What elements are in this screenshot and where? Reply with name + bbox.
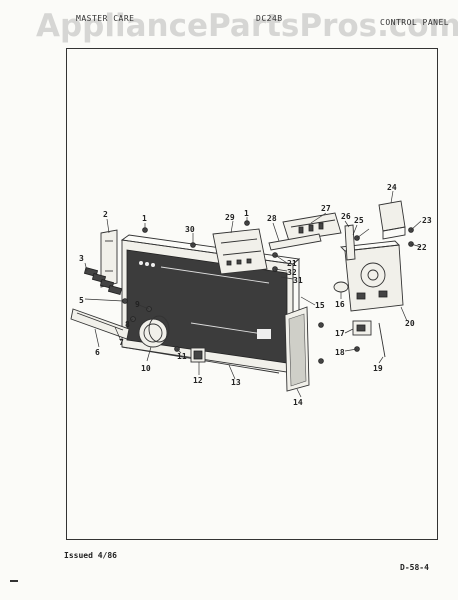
header-section: CONTROL PANEL: [380, 18, 450, 27]
callout-23: 23: [422, 216, 432, 225]
mount-bracket: [268, 233, 322, 251]
callout-18: 18: [335, 348, 345, 357]
callout-6: 6: [95, 348, 100, 357]
button-holder: [70, 308, 130, 340]
callout-10: 10: [141, 364, 151, 373]
page-header: MASTER CARE DC24B CONTROL PANEL: [0, 14, 458, 34]
header-model: DC24B: [256, 14, 283, 23]
callout-1-left: 1: [142, 214, 147, 223]
side-bracket: [100, 229, 118, 288]
callout-21: 21: [287, 259, 297, 268]
page-code: D-58-4: [400, 563, 429, 572]
leader-lines: [84, 190, 422, 398]
wire-lead: [378, 322, 386, 358]
timer-knob: [138, 315, 170, 348]
callout-11: 11: [177, 352, 187, 361]
callout-31: 31: [293, 276, 303, 285]
callout-17: 17: [335, 329, 345, 338]
callout-20: 20: [405, 319, 415, 328]
callout-14: 14: [293, 398, 303, 407]
watermark: AppliancePartsPros.com: [36, 8, 458, 44]
callout-9: 9: [135, 300, 140, 309]
callout-30: 30: [185, 225, 195, 234]
callout-26: 26: [341, 212, 351, 221]
callout-25: 25: [354, 216, 364, 225]
callout-16: 16: [335, 300, 345, 309]
scan-mark: [10, 580, 18, 582]
side-trim-panel: [284, 306, 310, 392]
callout-29: 29: [225, 213, 235, 222]
callout-5: 5: [79, 296, 84, 305]
callout-24: 24: [387, 183, 397, 192]
diagram-frame: 2 1 30 29 1 28 27 26 25 24 23 22 3 5 6 7…: [66, 48, 438, 540]
callout-28: 28: [267, 214, 277, 223]
callout-27: 27: [321, 204, 331, 213]
callout-7: 7: [119, 338, 124, 347]
grommet: [333, 281, 349, 293]
header-brand: MASTER CARE: [76, 14, 135, 23]
callout-15: 15: [315, 301, 325, 310]
circuit-board: [212, 228, 268, 275]
terminal-block: [282, 212, 342, 242]
callout-13: 13: [231, 378, 241, 387]
exploded-parts-diagram: 2 1 30 29 1 28 27 26 25 24 23 22 3 5 6 7…: [70, 183, 432, 407]
switch-bracket: [344, 224, 356, 261]
timer-assembly: [340, 240, 404, 312]
callout-3: 3: [79, 254, 84, 263]
callout-labels: 2 1 30 29 1 28 27 26 25 24 23 22 3 5 6 7…: [79, 183, 432, 407]
timer-cover: [378, 200, 406, 240]
issue-date: Issued 4/86: [64, 551, 117, 560]
callout-2: 2: [103, 210, 108, 219]
callout-12: 12: [193, 376, 203, 385]
callout-32: 32: [287, 268, 297, 277]
push-buttons: [83, 267, 123, 295]
callout-22: 22: [417, 243, 427, 252]
callout-19: 19: [373, 364, 383, 373]
callout-1-right: 1: [244, 209, 249, 218]
callout-8: 8: [125, 320, 130, 329]
